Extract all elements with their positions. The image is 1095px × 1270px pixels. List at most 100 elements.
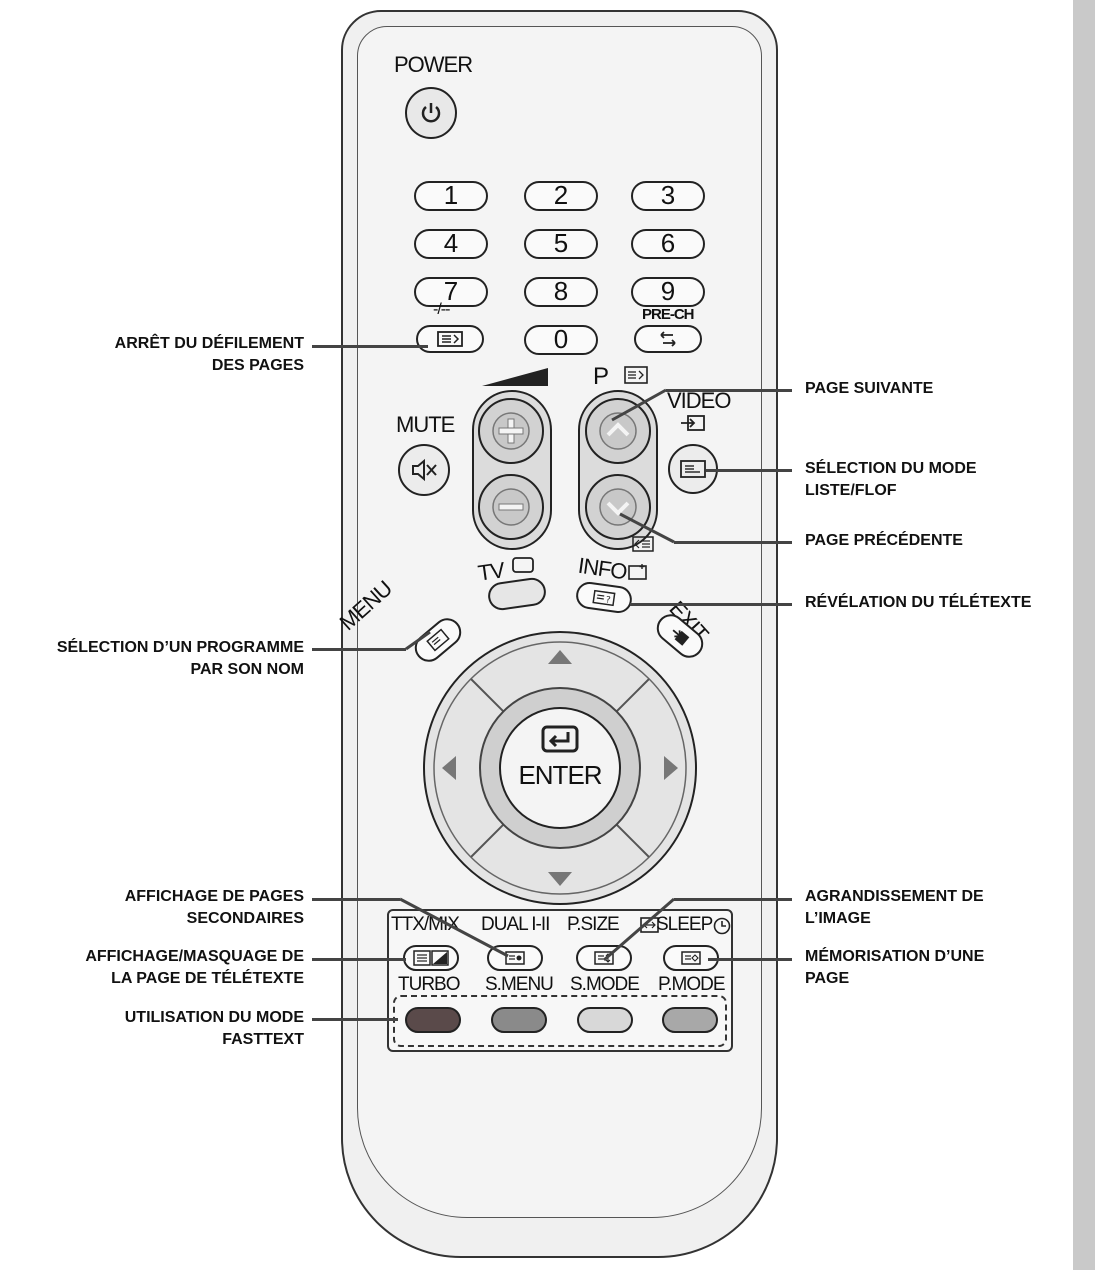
minus-icon	[492, 488, 530, 526]
power-button[interactable]	[405, 87, 457, 139]
teletext-store-icon	[681, 951, 701, 965]
callout-fasttext-line1: UTILISATION DU MODE	[124, 1009, 304, 1026]
callout-line-fasttext	[312, 1018, 398, 1021]
psize-button[interactable]	[576, 945, 632, 971]
callout-line-pages-sec-a	[312, 898, 400, 901]
dpad-up-arrow	[548, 650, 572, 664]
teletext-mix-icon	[413, 950, 449, 966]
dual-label: DUAL I-II	[481, 914, 550, 935]
ttx-mix-button[interactable]	[403, 945, 459, 971]
callout-masquage-line1: AFFICHAGE/MASQUAGE DE	[85, 948, 304, 965]
callout-pages-line1: AFFICHAGE DE PAGES	[124, 888, 304, 905]
sleep-label: SLEEP	[656, 914, 713, 935]
psize-label: P.SIZE	[567, 914, 620, 935]
dash-button[interactable]	[416, 325, 484, 353]
callout-line-programme	[312, 648, 406, 651]
key-9[interactable]: 9	[631, 277, 705, 307]
key-8[interactable]: 8	[524, 277, 598, 307]
channel-down-button[interactable]	[585, 474, 651, 540]
green-key[interactable]	[491, 1007, 547, 1033]
callout-page-precedente: PAGE PRÉCÉDENTE	[805, 532, 963, 549]
callout-fasttext-line2: FASTTEXT	[222, 1031, 304, 1048]
callout-line-masquage	[312, 958, 406, 961]
side-bar	[1073, 0, 1095, 1270]
info-button[interactable]: ?	[574, 580, 634, 615]
callout-memorisation-line1: MÉMORISATION D’UNE	[805, 948, 985, 965]
volume-down-button[interactable]	[478, 474, 544, 540]
key-3[interactable]: 3	[631, 181, 705, 211]
teletext-list-icon	[680, 460, 706, 478]
red-key[interactable]	[405, 1007, 461, 1033]
clock-icon	[713, 917, 731, 935]
mute-button[interactable]	[398, 444, 450, 496]
dpad-down-arrow	[548, 872, 572, 886]
callout-line-selection-mode	[706, 469, 792, 472]
speaker-mute-icon	[412, 458, 437, 482]
key-2[interactable]: 2	[524, 181, 598, 211]
teletext-subpage-icon	[505, 951, 525, 965]
callout-programme-line1: SÉLECTION D’UN PROGRAMME	[56, 639, 304, 656]
callout-line-revelation	[630, 603, 792, 606]
turbo-label: TURBO	[398, 974, 460, 995]
prech-button[interactable]	[634, 325, 702, 353]
channel-up-button[interactable]	[585, 398, 651, 464]
callout-masquage: AFFICHAGE/MASQUAGE DE LA PAGE DE TÉLÉTEX…	[0, 946, 304, 990]
callout-fasttext: UTILISATION DU MODE FASTTEXT	[40, 1007, 304, 1051]
callout-memorisation-line2: PAGE	[805, 970, 850, 987]
callout-arret: ARRÊT DU DÉFILEMENT DES PAGES	[40, 333, 304, 377]
fasttext-group	[393, 995, 727, 1047]
ttx-mix-label: TTX/MIX	[391, 914, 460, 935]
callout-arret-line1: ARRÊT DU DÉFILEMENT	[114, 335, 304, 352]
key-1[interactable]: 1	[414, 181, 488, 211]
teletext-next-icon	[624, 366, 648, 384]
blue-key[interactable]	[662, 1007, 718, 1033]
volume-up-button[interactable]	[478, 398, 544, 464]
callout-masquage-line2: LA PAGE DE TÉLÉTEXTE	[111, 970, 304, 987]
callout-pages-secondaires: AFFICHAGE DE PAGES SECONDAIRES	[40, 886, 304, 930]
callout-memorisation: MÉMORISATION D’UNE PAGE	[805, 946, 984, 990]
key-0[interactable]: 0	[524, 325, 598, 355]
key-7[interactable]: 7	[414, 277, 488, 307]
callout-agrandissement: AGRANDISSEMENT DE L’IMAGE	[805, 886, 984, 930]
dpad-right-arrow	[664, 756, 678, 780]
plus-icon	[492, 412, 530, 450]
callout-selection-mode: SÉLECTION DU MODE LISTE/FLOF	[805, 458, 977, 502]
enter-return-icon	[541, 725, 579, 753]
enter-label: ENTER	[518, 760, 602, 790]
exit-arrow-icon	[672, 629, 690, 646]
callout-arret-line2: DES PAGES	[211, 357, 304, 374]
prech-label: PRE-CH	[642, 306, 695, 323]
key-4[interactable]: 4	[414, 229, 488, 259]
callout-line-page-suivante	[666, 389, 792, 392]
dpad	[423, 631, 697, 905]
menu-button[interactable]	[409, 612, 467, 668]
mute-label: MUTE	[396, 412, 455, 437]
teletext-prev-icon	[632, 536, 654, 552]
callout-pages-line2: SECONDAIRES	[186, 910, 304, 927]
callout-programme: SÉLECTION D’UN PROGRAMME PAR SON NOM	[0, 637, 304, 681]
enter-button[interactable]: ENTER	[500, 708, 620, 828]
exit-button[interactable]	[651, 608, 709, 664]
pmode-label: P.MODE	[658, 974, 726, 995]
teletext-reveal-icon: ?	[592, 589, 616, 606]
callout-agrandissement-line2: L’IMAGE	[805, 910, 871, 927]
callout-revelation: RÉVÉLATION DU TÉLÉTEXTE	[805, 594, 1032, 611]
callout-programme-line2: PAR SON NOM	[190, 661, 304, 678]
video-label: VIDEO	[667, 388, 731, 413]
return-arrow-icon	[660, 331, 676, 347]
key-6[interactable]: 6	[631, 229, 705, 259]
callout-agrandissement-line1: AGRANDISSEMENT DE	[805, 888, 984, 905]
smenu-label: S.MENU	[485, 974, 554, 995]
callout-page-suivante: PAGE SUIVANTE	[805, 380, 934, 397]
smode-label: S.MODE	[570, 974, 640, 995]
power-label: POWER	[394, 52, 473, 77]
yellow-key[interactable]	[577, 1007, 633, 1033]
callout-mode-line2: LISTE/FLOF	[805, 482, 897, 499]
key-5[interactable]: 5	[524, 229, 598, 259]
teletext-index-icon	[426, 628, 450, 652]
volume-ramp-icon	[482, 368, 548, 386]
power-icon	[421, 103, 441, 123]
dpad-left-arrow	[442, 756, 456, 780]
callout-mode-line1: SÉLECTION DU MODE	[805, 460, 977, 477]
